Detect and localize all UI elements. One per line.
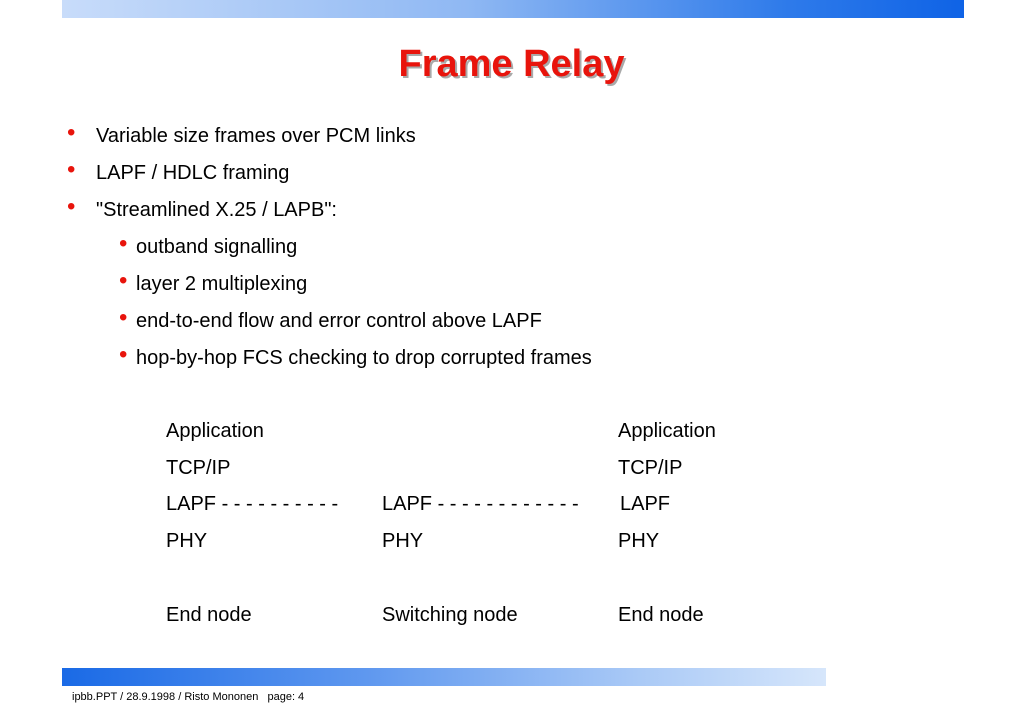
footer-gradient-bar [62,668,826,686]
sub-bullet-text: end-to-end flow and error control above … [136,310,542,332]
header-gradient-bar [62,0,964,18]
right-stack-phy: PHY [618,530,660,552]
slide-title: Frame Relay [398,43,625,85]
right-node-label: End node [618,604,704,626]
sub-bullet-item: • hop-by-hop FCS checking to drop corrup… [119,343,592,370]
bullet-text: "Streamlined X.25 / LAPB": [96,199,337,221]
bullet-text: Variable size frames over PCM links [96,125,416,147]
footer-text: ipbb.PPT / 28.9.1998 / Risto Mononen pag… [72,691,305,703]
bullet-dot-icon: • [119,341,128,368]
sub-bullet-text: layer 2 multiplexing [136,273,308,295]
left-node-label: End node [166,604,252,626]
bullet-dot-icon: • [119,267,128,294]
sub-bullet-item: • end-to-end flow and error control abov… [119,306,542,333]
bullet-text: LAPF / HDLC framing [96,162,290,184]
bullet-item: • "Streamlined X.25 / LAPB": [67,195,337,222]
bullet-dot-icon: • [67,119,76,146]
bullet-dot-icon: • [119,230,128,257]
bullet-dot-icon: • [119,304,128,331]
sub-bullet-item: • outband signalling [119,232,298,259]
middle-stack-lapf: LAPF - - - - - - - - - - - - [382,493,579,515]
middle-node-label: Switching node [382,604,518,626]
right-stack-application: Application [618,420,716,442]
left-stack-application: Application [166,420,264,442]
left-stack-lapf: LAPF - - - - - - - - - - [166,493,339,515]
sub-bullet-text: outband signalling [136,236,298,258]
left-stack-tcpip: TCP/IP [166,457,231,479]
right-stack-tcpip: TCP/IP [618,457,683,479]
right-stack-lapf: LAPF [620,493,671,515]
sub-bullet-item: • layer 2 multiplexing [119,269,308,296]
bullet-item: • Variable size frames over PCM links [67,121,416,148]
bullet-dot-icon: • [67,156,76,183]
left-stack-phy: PHY [166,530,208,552]
bullet-item: • LAPF / HDLC framing [67,158,290,185]
middle-stack-phy: PHY [382,530,424,552]
bullet-dot-icon: • [67,193,76,220]
sub-bullet-text: hop-by-hop FCS checking to drop corrupte… [136,347,592,369]
